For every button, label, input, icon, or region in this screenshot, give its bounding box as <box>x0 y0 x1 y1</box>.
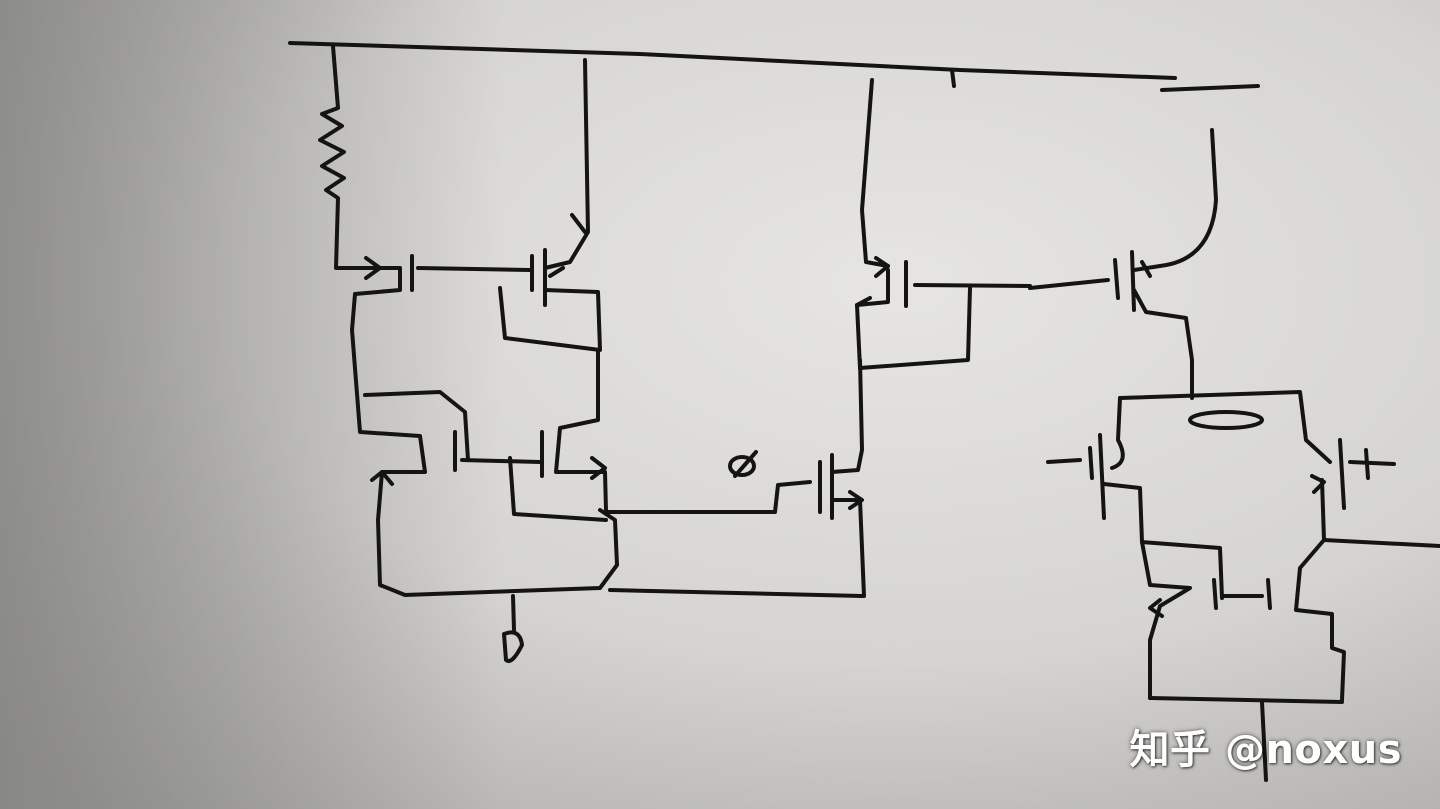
stage2-vdd-drop <box>860 78 890 268</box>
mirror-right <box>1294 538 1346 702</box>
vdd-rail-tick <box>950 68 956 88</box>
stage3-left-gate-plate <box>1098 433 1106 520</box>
tail-loop <box>376 508 619 597</box>
pmos-right-body <box>543 58 590 307</box>
mirror-gates <box>1212 578 1272 610</box>
stage3-pmos-gate-plate <box>1113 258 1120 300</box>
pmos-right-arrow <box>548 213 587 278</box>
vdd-rail <box>288 41 1177 80</box>
diff-left-arrow <box>370 470 394 486</box>
stage3-pmos-body <box>1130 128 1218 312</box>
bias-symbol <box>728 455 756 477</box>
diff-gate-link <box>460 458 542 464</box>
stage2-gate-line <box>913 283 1032 288</box>
diff-cross-feedback <box>363 390 470 462</box>
stage3-pmos-arrow <box>1140 260 1152 278</box>
diff-right-arrow <box>590 456 607 480</box>
mirror-left <box>1140 540 1192 700</box>
stage3-upper-rail <box>1118 390 1332 464</box>
stage3-node-ellipse <box>1188 410 1264 430</box>
stage2-pmos-drain <box>855 268 972 370</box>
stage1-output <box>604 480 812 514</box>
stage2-nmos-arrow <box>848 490 864 510</box>
stage3-pmos-drain <box>1132 288 1194 400</box>
diff-right-branch <box>554 348 608 512</box>
ground-symbol <box>502 630 524 663</box>
stage3-left-input <box>1110 396 1125 470</box>
diff-left-branch <box>350 328 427 522</box>
stage2-pmos-arrow <box>874 256 890 278</box>
resistor <box>318 44 382 270</box>
schematic-ink <box>288 41 1440 782</box>
stage3-left-gate-lead <box>1046 446 1094 480</box>
stage2-nmos-channel <box>830 358 864 520</box>
mirror-left-arrow <box>1148 598 1164 618</box>
mirror-ground <box>1260 700 1268 782</box>
stage3-output-arrow <box>1310 474 1326 494</box>
diff-mid-node <box>508 456 608 522</box>
vdd-rail-right <box>1160 84 1260 92</box>
stage3-right-gate-plate <box>1338 438 1346 510</box>
bias-symbol-slash <box>733 450 758 478</box>
stage3-right-gate-lead <box>1348 448 1396 480</box>
stage3-gate-link <box>1028 278 1110 290</box>
pmos-left-source <box>350 266 402 332</box>
watermark: 知乎 @noxus <box>1129 727 1402 773</box>
mirror-bottom <box>1148 696 1344 704</box>
pmos-gate-link <box>416 266 532 272</box>
stage2-pmos-bottom-arrow <box>855 296 872 307</box>
bias-rail-bottom <box>608 588 864 598</box>
ground-lead <box>511 594 516 632</box>
